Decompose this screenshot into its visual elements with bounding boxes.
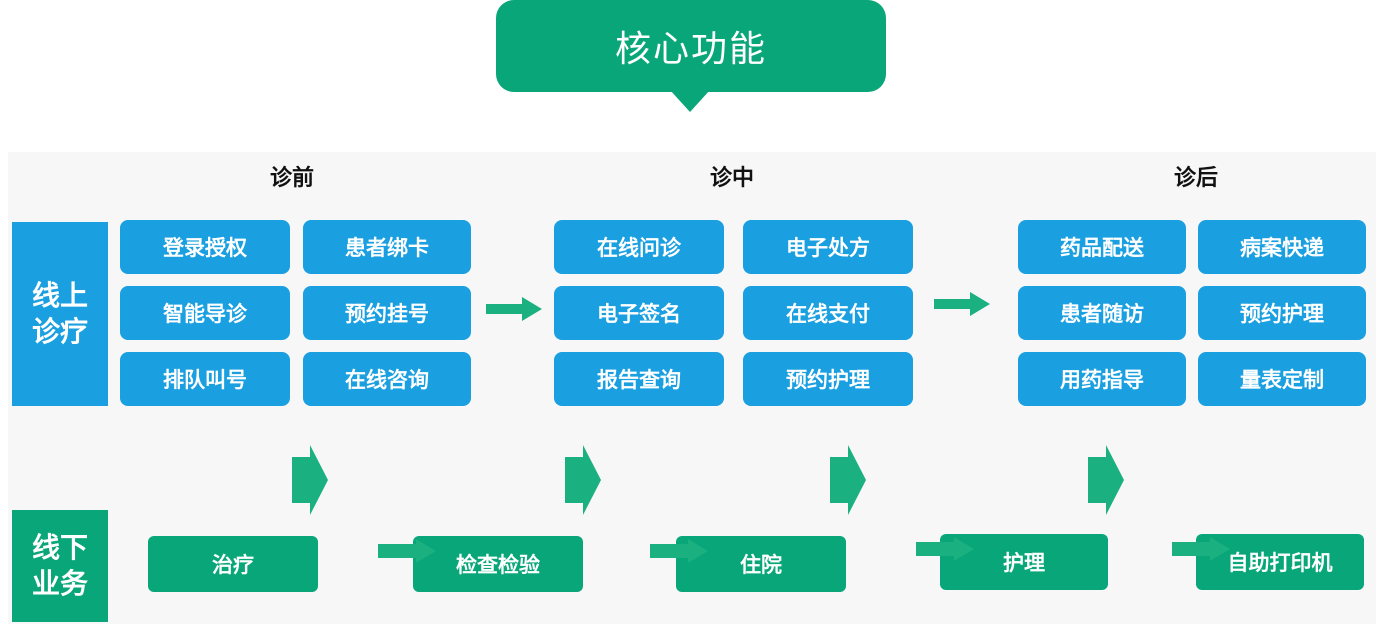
mid-item-e-signature[interactable]: 电子签名	[554, 286, 724, 340]
post-item-drug-delivery[interactable]: 药品配送	[1018, 220, 1186, 274]
arrow-down-icon	[1088, 445, 1124, 515]
post-item-follow-up[interactable]: 患者随访	[1018, 286, 1186, 340]
mid-item-e-prescription[interactable]: 电子处方	[743, 220, 913, 274]
arrow-pre-to-mid-icon	[486, 297, 542, 321]
post-item-medication-guide[interactable]: 用药指导	[1018, 352, 1186, 406]
row-label-online: 线上 诊疗	[12, 222, 108, 406]
arrow-down-icon	[565, 445, 601, 515]
row-label-offline-text: 线下 业务	[31, 531, 88, 600]
mid-item-online-visit[interactable]: 在线问诊	[554, 220, 724, 274]
arrow-down-icon	[830, 445, 866, 515]
phase-pre-label: 诊前	[269, 166, 314, 191]
offline-item-treatment[interactable]: 治疗	[148, 536, 318, 592]
post-item-scale-custom[interactable]: 量表定制	[1198, 352, 1366, 406]
arrow-right-icon	[1172, 537, 1230, 561]
arrow-right-icon	[378, 539, 436, 563]
post-item-record-express[interactable]: 病案快递	[1198, 220, 1366, 274]
mid-item-online-payment[interactable]: 在线支付	[743, 286, 913, 340]
arrow-right-icon	[650, 539, 708, 563]
offline-item-exam[interactable]: 检查检验	[413, 536, 583, 592]
pre-item-card-binding[interactable]: 患者绑卡	[303, 220, 471, 274]
offline-item-nursing[interactable]: 护理	[940, 534, 1108, 590]
pre-item-online-consult[interactable]: 在线咨询	[303, 352, 471, 406]
page-title: 核心功能	[496, 0, 886, 92]
offline-item-self-printer[interactable]: 自助打印机	[1196, 534, 1364, 590]
row-label-online-text: 线上 诊疗	[31, 279, 88, 348]
row-label-offline: 线下 业务	[12, 510, 108, 622]
pre-item-queue-call[interactable]: 排队叫号	[120, 352, 290, 406]
pre-item-login-auth[interactable]: 登录授权	[120, 220, 290, 274]
arrow-mid-to-post-icon	[934, 292, 990, 316]
arrow-right-icon	[916, 537, 974, 561]
arrow-down-icon	[292, 445, 328, 515]
post-item-nursing-booking[interactable]: 预约护理	[1198, 286, 1366, 340]
phase-post-label: 诊后	[1173, 166, 1218, 191]
mid-item-report-query[interactable]: 报告查询	[554, 352, 724, 406]
title-pointer	[670, 90, 710, 112]
pre-item-appointment[interactable]: 预约挂号	[303, 286, 471, 340]
mid-item-nursing-booking[interactable]: 预约护理	[743, 352, 913, 406]
offline-item-hospitalization[interactable]: 住院	[676, 536, 846, 592]
pre-item-smart-guide[interactable]: 智能导诊	[120, 286, 290, 340]
phase-mid-label: 诊中	[709, 166, 754, 191]
